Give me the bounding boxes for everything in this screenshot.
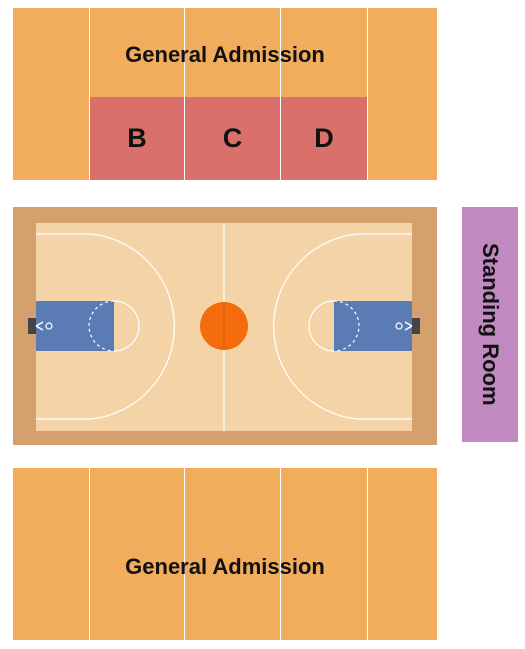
- section-divider: [280, 8, 281, 180]
- right-free-throw-circle-dashed: [333, 300, 360, 352]
- left-free-throw-circle-dashed: [88, 300, 115, 352]
- right-free-throw-circle: [308, 300, 335, 352]
- section-d-label: D: [314, 123, 334, 153]
- section-divider: [89, 468, 90, 640]
- section-divider: [184, 8, 185, 180]
- left-three-point-line: [36, 233, 175, 420]
- bottom-general-admission-label: General Admission: [125, 554, 325, 579]
- basketball-court: [13, 207, 437, 445]
- standing-room-label: Standing Room: [478, 243, 503, 406]
- top-general-admission-section[interactable]: General Admission B C D: [13, 8, 437, 180]
- right-hoop-icon: [395, 318, 420, 334]
- standing-room-section[interactable]: Standing Room: [462, 207, 518, 442]
- left-free-throw-circle: [113, 300, 140, 352]
- section-b-label: B: [127, 123, 147, 153]
- bottom-general-admission-section[interactable]: General Admission: [13, 468, 437, 640]
- section-b[interactable]: B: [89, 97, 185, 180]
- section-divider: [280, 468, 281, 640]
- section-divider: [367, 468, 368, 640]
- top-general-admission-label: General Admission: [125, 42, 325, 67]
- section-divider: [89, 8, 90, 180]
- section-divider: [367, 8, 368, 180]
- section-c-label: C: [222, 123, 243, 153]
- section-c[interactable]: C: [184, 97, 281, 180]
- left-paint: [36, 301, 114, 351]
- left-hoop-icon: [28, 318, 53, 334]
- section-divider: [184, 468, 185, 640]
- center-basketball-icon: [200, 302, 248, 350]
- section-d[interactable]: D: [280, 97, 368, 180]
- right-three-point-line: [273, 233, 412, 420]
- right-paint: [334, 301, 412, 351]
